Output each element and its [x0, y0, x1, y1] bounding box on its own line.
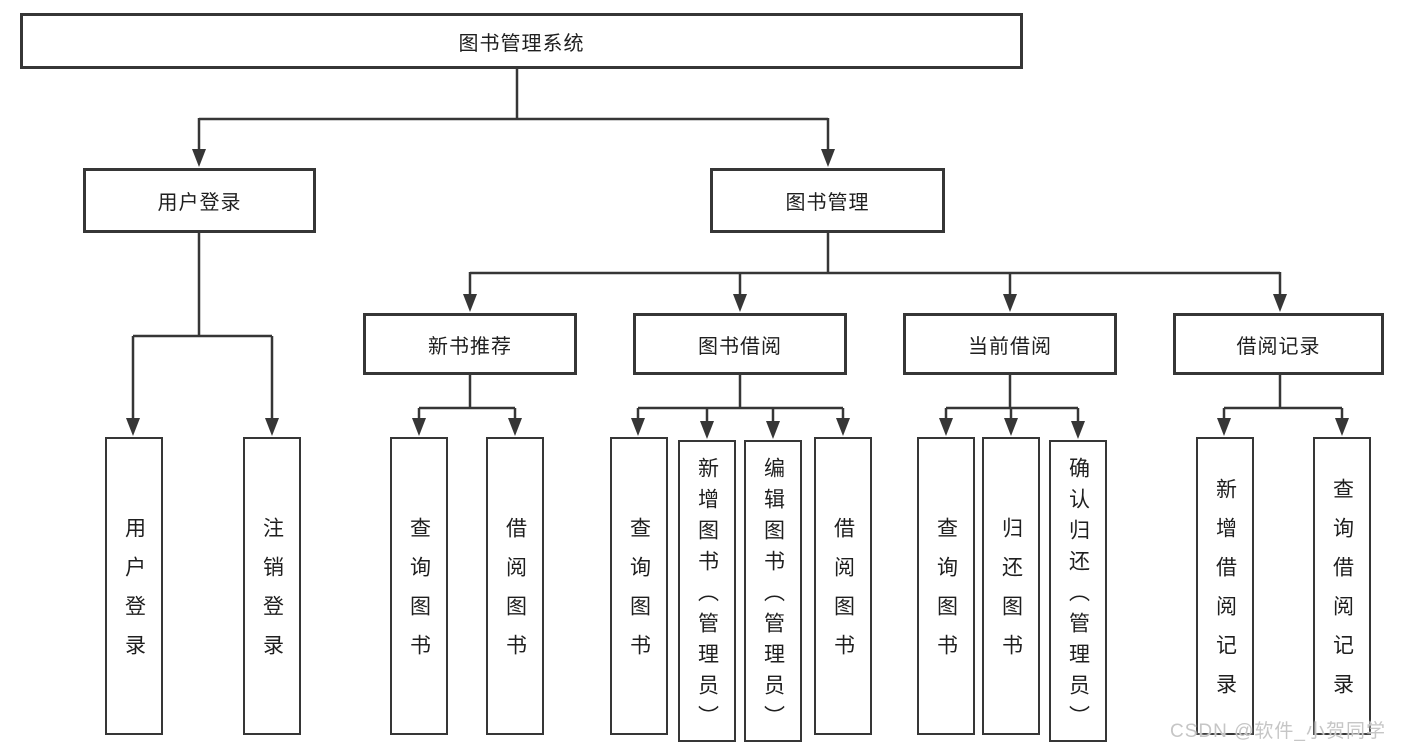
leaf-confirm-return-admin-label: 确认归还（管理员） — [1066, 456, 1090, 736]
leaf-user-login-label: 用户登录 — [122, 517, 146, 673]
leaf-query-books-current-label: 查询图书 — [934, 517, 958, 673]
leaf-borrow-books-rec-label: 借阅图书 — [503, 517, 527, 673]
leaf-user-login: 用户登录 — [105, 437, 163, 735]
leaf-add-book-admin: 新增图书（管理员） — [678, 440, 736, 742]
leaf-query-books-rec-label: 查询图书 — [407, 517, 431, 673]
leaf-add-book-admin-label: 新增图书（管理员） — [695, 456, 719, 736]
leaf-borrow-books-rec: 借阅图书 — [486, 437, 544, 735]
node-book-mgmt: 图书管理 — [710, 168, 945, 233]
node-user-login-label: 用户登录 — [157, 192, 242, 214]
node-new-book-rec: 新书推荐 — [363, 313, 577, 375]
node-user-login: 用户登录 — [83, 168, 316, 233]
leaf-query-books-borrow-label: 查询图书 — [627, 517, 651, 673]
leaf-query-borrow-record-label: 查询借阅记录 — [1330, 478, 1354, 712]
node-current-borrow: 当前借阅 — [903, 313, 1117, 375]
leaf-return-books-label: 归还图书 — [999, 517, 1023, 673]
leaf-return-books: 归还图书 — [982, 437, 1040, 735]
node-borrow-records-label: 借阅记录 — [1236, 335, 1321, 358]
csdn-watermark: CSDN @软件_小贺同学 — [1170, 721, 1386, 742]
leaf-edit-book-admin: 编辑图书（管理员） — [744, 440, 802, 742]
node-book-mgmt-label: 图书管理 — [785, 192, 870, 214]
leaf-query-books-current: 查询图书 — [917, 437, 975, 735]
leaf-add-borrow-record-label: 新增借阅记录 — [1213, 478, 1237, 712]
node-book-borrow-label: 图书借阅 — [698, 335, 782, 358]
leaf-logout: 注销登录 — [243, 437, 301, 735]
node-book-borrow: 图书借阅 — [633, 313, 847, 375]
leaf-query-books-borrow: 查询图书 — [610, 437, 668, 735]
leaf-confirm-return-admin: 确认归还（管理员） — [1049, 440, 1107, 742]
leaf-borrow-books-borrow: 借阅图书 — [814, 437, 872, 735]
leaf-borrow-books-borrow-label: 借阅图书 — [831, 517, 855, 673]
node-system-root-label: 图书管理系统 — [458, 32, 585, 55]
leaf-add-borrow-record: 新增借阅记录 — [1196, 437, 1254, 735]
leaf-query-books-rec: 查询图书 — [390, 437, 448, 735]
leaf-edit-book-admin-label: 编辑图书（管理员） — [761, 456, 785, 736]
node-borrow-records: 借阅记录 — [1173, 313, 1384, 375]
node-system-root: 图书管理系统 — [20, 13, 1023, 69]
node-current-borrow-label: 当前借阅 — [968, 335, 1052, 358]
leaf-query-borrow-record: 查询借阅记录 — [1313, 437, 1371, 735]
leaf-logout-label: 注销登录 — [260, 517, 284, 673]
node-new-book-rec-label: 新书推荐 — [428, 335, 512, 358]
